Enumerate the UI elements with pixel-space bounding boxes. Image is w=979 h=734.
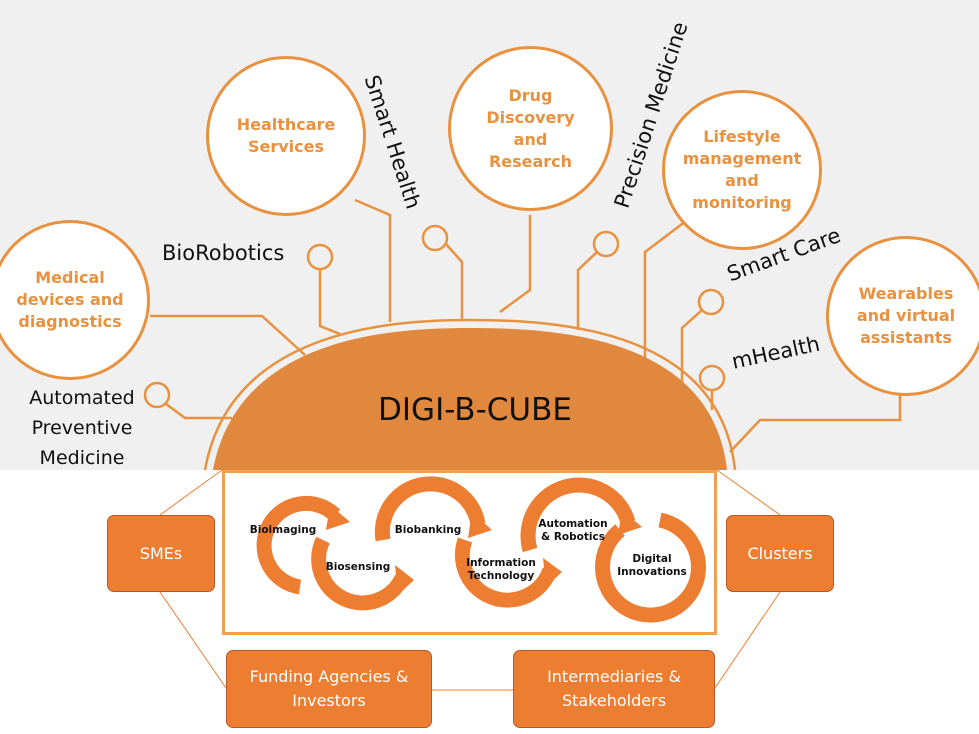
node-automated [143, 381, 171, 409]
connector-precision [576, 251, 598, 330]
arrowhead-2 [395, 565, 414, 595]
link-clusters-top [716, 469, 781, 516]
arrowhead-3 [468, 512, 492, 538]
connector-smart-care [680, 309, 703, 392]
dome-outline [203, 318, 737, 471]
box-smes: SMEs [107, 515, 215, 592]
step-digital-innovations: Digital Innovations [617, 553, 687, 578]
connector-wearables [729, 395, 902, 453]
connector-lifestyle [643, 217, 691, 362]
step-biobanking: Biobanking [394, 524, 462, 536]
arc-6 [595, 512, 706, 623]
hub-title: DIGI-B-CUBE [378, 392, 572, 428]
connector-automated [165, 402, 232, 420]
arc-2 [311, 536, 409, 611]
arrowhead-1 [326, 505, 350, 530]
arc-3 [374, 476, 486, 542]
node-smart-health [421, 224, 449, 252]
link-smes-funding [159, 591, 227, 689]
circle-wearables: Wearables and virtual assistants [826, 236, 979, 396]
arrowhead-4 [543, 558, 562, 587]
connector-drug [499, 215, 532, 314]
circle-lifestyle-label: Lifestyle management and monitoring [682, 127, 802, 212]
arc-4 [454, 537, 558, 608]
arrowhead-5 [618, 510, 642, 535]
step-bioimaging: Bioimaging [249, 524, 317, 536]
box-intermediaries: Intermediaries & Stakeholders [513, 650, 715, 728]
connector-biorobotics [318, 269, 341, 336]
connector-medical [150, 314, 306, 356]
circle-healthcare-services: Healthcare Services [206, 56, 366, 216]
circle-drug-label: Drug Discovery and Research [486, 85, 575, 171]
link-intermediaries-clusters [714, 591, 781, 689]
circle-healthcare-label: Healthcare Services [236, 115, 336, 156]
step-automation-robotics: Automation & Robotics [538, 518, 608, 543]
connector-smart-health [445, 243, 464, 320]
box-funding: Funding Agencies & Investors [226, 650, 432, 728]
circle-lifestyle: Lifestyle management and monitoring [662, 90, 822, 250]
dome-fill [213, 328, 727, 470]
connector-healthcare [354, 198, 392, 322]
circle-medical-devices: Medical devices and diagnostics [0, 220, 150, 380]
step-information-technology: Information Technology [466, 557, 536, 582]
box-clusters: Clusters [726, 515, 834, 592]
arc-1 [256, 495, 341, 595]
step-biosensing: Biosensing [325, 561, 391, 573]
arc-5 [520, 477, 636, 553]
node-smart-care [697, 288, 725, 316]
link-smes-top [159, 469, 223, 516]
circle-medical-label: Medical devices and diagnostics [16, 268, 124, 331]
circle-wearables-label: Wearables and virtual assistants [856, 284, 956, 347]
circle-drug-discovery: Drug Discovery and Research [448, 46, 613, 211]
node-precision [592, 230, 620, 258]
label-automated-preventive: Automated Preventive Medicine [29, 387, 135, 469]
label-biorobotics: BioRobotics [162, 241, 285, 265]
